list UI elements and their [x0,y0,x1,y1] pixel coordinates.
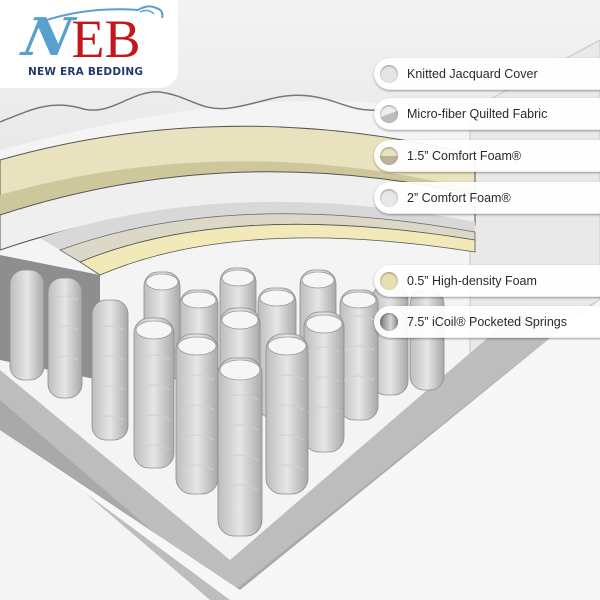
layer-label-text: Micro-fiber Quilted Fabric [407,107,548,121]
layer-swatch-icon [380,272,398,290]
layer-label-text: Knitted Jacquard Cover [407,67,538,81]
layer-swatch-icon [380,313,398,331]
brand-logo: N EB NEW ERA BEDDING [0,0,178,88]
logo-tagline: NEW ERA BEDDING [28,66,144,78]
logo-wordmark: N EB [18,7,141,69]
layer-swatch-icon [380,147,398,165]
layer-swatch-icon [380,105,398,123]
layer-label-text: 7.5” iCoil® Pocketed Springs [407,315,567,329]
layer-label-icoil-pocketed-springs: 7.5” iCoil® Pocketed Springs [374,306,600,338]
logo-letters-eb: EB [71,9,141,69]
layer-label-high-density-foam: 0.5” High-density Foam [374,265,600,297]
layer-label-text: 1.5” Comfort Foam® [407,149,522,163]
layer-swatch-icon [380,189,398,207]
layer-labels: Knitted Jacquard Cover Micro-fiber Quilt… [374,0,600,600]
layer-label-text: 0.5” High-density Foam [407,274,537,288]
layer-label-comfort-foam-1-5: 1.5” Comfort Foam® [374,140,600,172]
layer-label-knitted-jacquard-cover: Knitted Jacquard Cover [374,58,600,90]
layer-label-text: 2” Comfort Foam® [407,191,511,205]
sleeper-swoosh-icon [39,5,164,23]
layer-label-micro-fiber-quilted-fabric: Micro-fiber Quilted Fabric [374,98,600,130]
logo-letter-n: N [17,7,77,68]
layer-swatch-icon [380,65,398,83]
layer-label-comfort-foam-2: 2” Comfort Foam® [374,182,600,214]
